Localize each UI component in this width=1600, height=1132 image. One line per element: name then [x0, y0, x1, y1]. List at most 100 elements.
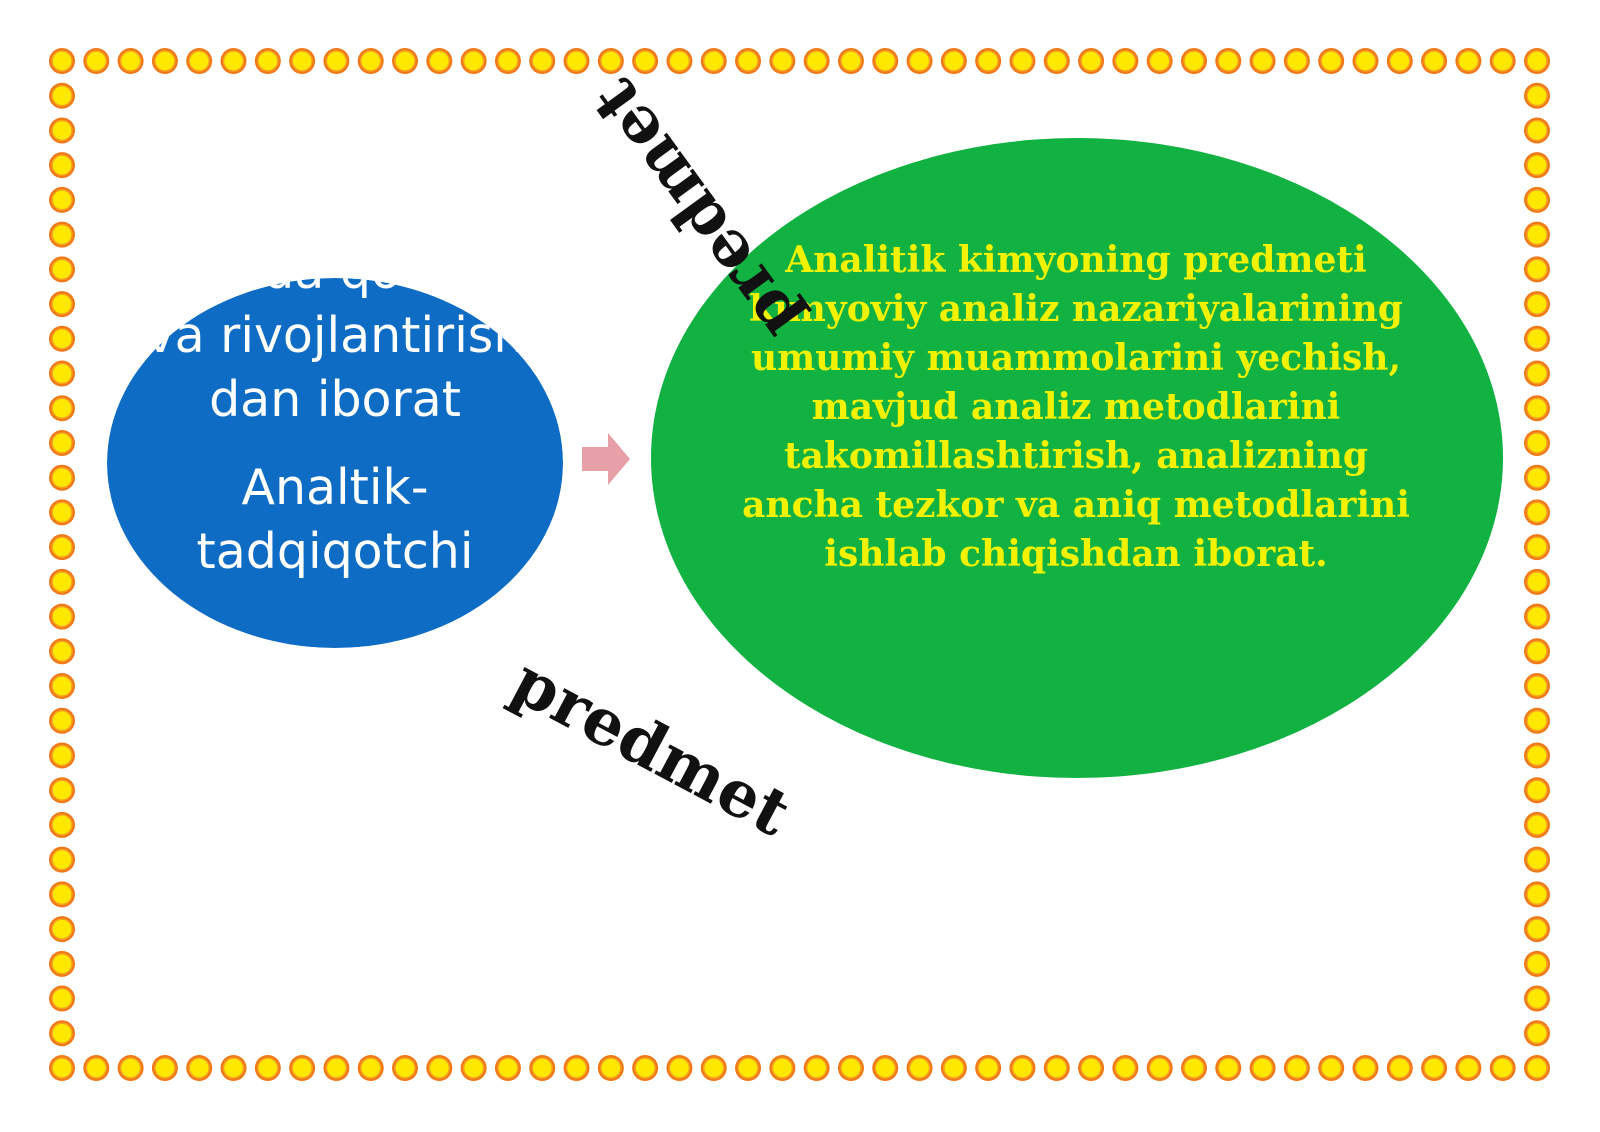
- sun-flower-icon: [459, 47, 488, 75]
- blue-ellipse-fill: [107, 278, 563, 648]
- sun-flower-icon: [665, 1054, 694, 1082]
- sun-flower-icon: [151, 47, 179, 75]
- sun-flower-icon: [1008, 1054, 1037, 1082]
- sun-flower-icon: [562, 1054, 591, 1082]
- sun-flower-icon: [48, 637, 76, 666]
- sun-flower-icon: [1145, 1054, 1174, 1082]
- sun-flower-icon: [1523, 602, 1551, 631]
- sun-flower-icon: [597, 1054, 625, 1082]
- sun-flower-icon: [48, 359, 76, 388]
- sun-flower-icon: [48, 81, 76, 110]
- sun-flower-icon: [768, 47, 797, 75]
- sun-flower-icon: [1523, 984, 1551, 1013]
- sun-flower-icon: [631, 1054, 659, 1082]
- sun-flower-icon: [837, 1054, 865, 1082]
- sun-flower-icon: [1523, 880, 1551, 909]
- sun-flower-icon: [1523, 394, 1551, 422]
- sun-flower-icon: [459, 1054, 488, 1082]
- sun-flower-icon: [1248, 47, 1277, 75]
- sun-flower-icon: [1214, 1054, 1243, 1082]
- sun-flower-icon: [391, 1054, 419, 1082]
- sun-flower-icon: [48, 915, 76, 943]
- sun-flower-icon: [1523, 325, 1551, 353]
- sun-flower-icon: [1523, 845, 1551, 874]
- sun-flower-icon: [802, 1054, 831, 1082]
- sun-flower-icon: [1386, 47, 1414, 75]
- sun-flower-icon: [905, 1054, 934, 1082]
- sun-flower-icon: [116, 1054, 145, 1082]
- sun-flower-icon: [48, 950, 76, 978]
- sun-flower-icon: [1523, 81, 1551, 110]
- sun-flower-icon: [425, 1054, 454, 1082]
- sun-flower-icon: [48, 220, 76, 249]
- sun-flower-icon: [528, 47, 556, 75]
- sun-flower-icon: [1111, 1054, 1140, 1082]
- sun-flower-icon: [151, 1054, 179, 1082]
- sun-flower-icon: [1523, 533, 1551, 561]
- sun-flower-icon: [768, 1054, 797, 1082]
- sun-flower-icon: [1523, 220, 1551, 249]
- sun-flower-icon: [48, 811, 76, 839]
- green-ellipse-text: Analitik kimyoning predmeti kimyoviy ana…: [742, 239, 1410, 575]
- sun-flower-icon: [1420, 1054, 1448, 1082]
- sun-flower-icon: [356, 47, 385, 75]
- sun-flower-icon: [665, 47, 694, 75]
- sun-flower-icon: [1523, 186, 1551, 214]
- sun-flower-icon: [48, 463, 76, 492]
- sun-flower-icon: [1523, 707, 1551, 735]
- sun-flower-icon: [48, 1054, 76, 1082]
- sun-flower-icon: [940, 47, 968, 75]
- sun-flower-icon: [1145, 47, 1174, 75]
- sun-flower-icon: [1523, 116, 1551, 145]
- sun-flower-icon: [1077, 47, 1105, 75]
- sun-flower-icon: [1523, 290, 1551, 318]
- sun-flower-icon: [254, 47, 282, 75]
- sun-flower-icon: [1351, 1054, 1380, 1082]
- sun-flower-icon: [871, 47, 900, 75]
- sun-flower-icon: [1111, 47, 1140, 75]
- sun-flower-icon: [82, 47, 111, 75]
- sun-flower-icon: [1523, 1019, 1551, 1048]
- sun-flower-icon: [905, 47, 934, 75]
- sun-flower-icon: [48, 568, 76, 596]
- sun-flower-icon: [1386, 1054, 1414, 1082]
- sun-flower-icon: [219, 47, 248, 75]
- sun-flower-icon: [1523, 359, 1551, 388]
- blue-paragraph-2: Analtik-tadqiqotchi: [196, 459, 474, 580]
- sun-flower-icon: [322, 1054, 351, 1082]
- sun-flower-icon: [48, 151, 76, 179]
- sun-flower-icon: [1523, 568, 1551, 596]
- sun-flower-icon: [391, 47, 419, 75]
- sun-flower-icon: [699, 47, 728, 75]
- sun-flower-icon: [1043, 1054, 1071, 1082]
- sun-flower-icon: [1523, 811, 1551, 839]
- sun-flower-icon: [288, 47, 316, 75]
- sun-flower-icon: [1248, 1054, 1277, 1082]
- sun-flower-icon: [1317, 1054, 1345, 1082]
- sun-flower-icon: [48, 290, 76, 318]
- sun-flower-icon: [1420, 47, 1448, 75]
- sun-flower-icon: [1523, 950, 1551, 978]
- sun-flower-icon: [48, 984, 76, 1013]
- sun-flower-icon: [802, 47, 831, 75]
- sun-flower-icon: [871, 1054, 900, 1082]
- sun-flower-icon: [734, 47, 762, 75]
- sun-flower-icon: [48, 845, 76, 874]
- sun-flower-icon: [1523, 498, 1551, 527]
- right-arrow-icon: [582, 433, 630, 485]
- sun-flower-icon: [48, 672, 76, 700]
- green-ellipse-shape: [651, 138, 1503, 778]
- sun-flower-icon: [1351, 47, 1380, 75]
- sun-flower-icon: [837, 47, 865, 75]
- sun-flower-icon: [48, 707, 76, 735]
- sun-flower-icon: [185, 1054, 213, 1082]
- sun-flower-icon: [322, 47, 351, 75]
- sun-flower-icon: [597, 47, 625, 75]
- sun-flower-icon: [974, 1054, 1002, 1082]
- sun-flower-icon: [1454, 1054, 1483, 1082]
- sun-flower-icon: [48, 498, 76, 527]
- sun-flower-icon: [288, 1054, 316, 1082]
- sun-flower-icon: [48, 47, 76, 75]
- sun-flower-icon: [1283, 1054, 1311, 1082]
- sun-flower-icon: [48, 429, 76, 457]
